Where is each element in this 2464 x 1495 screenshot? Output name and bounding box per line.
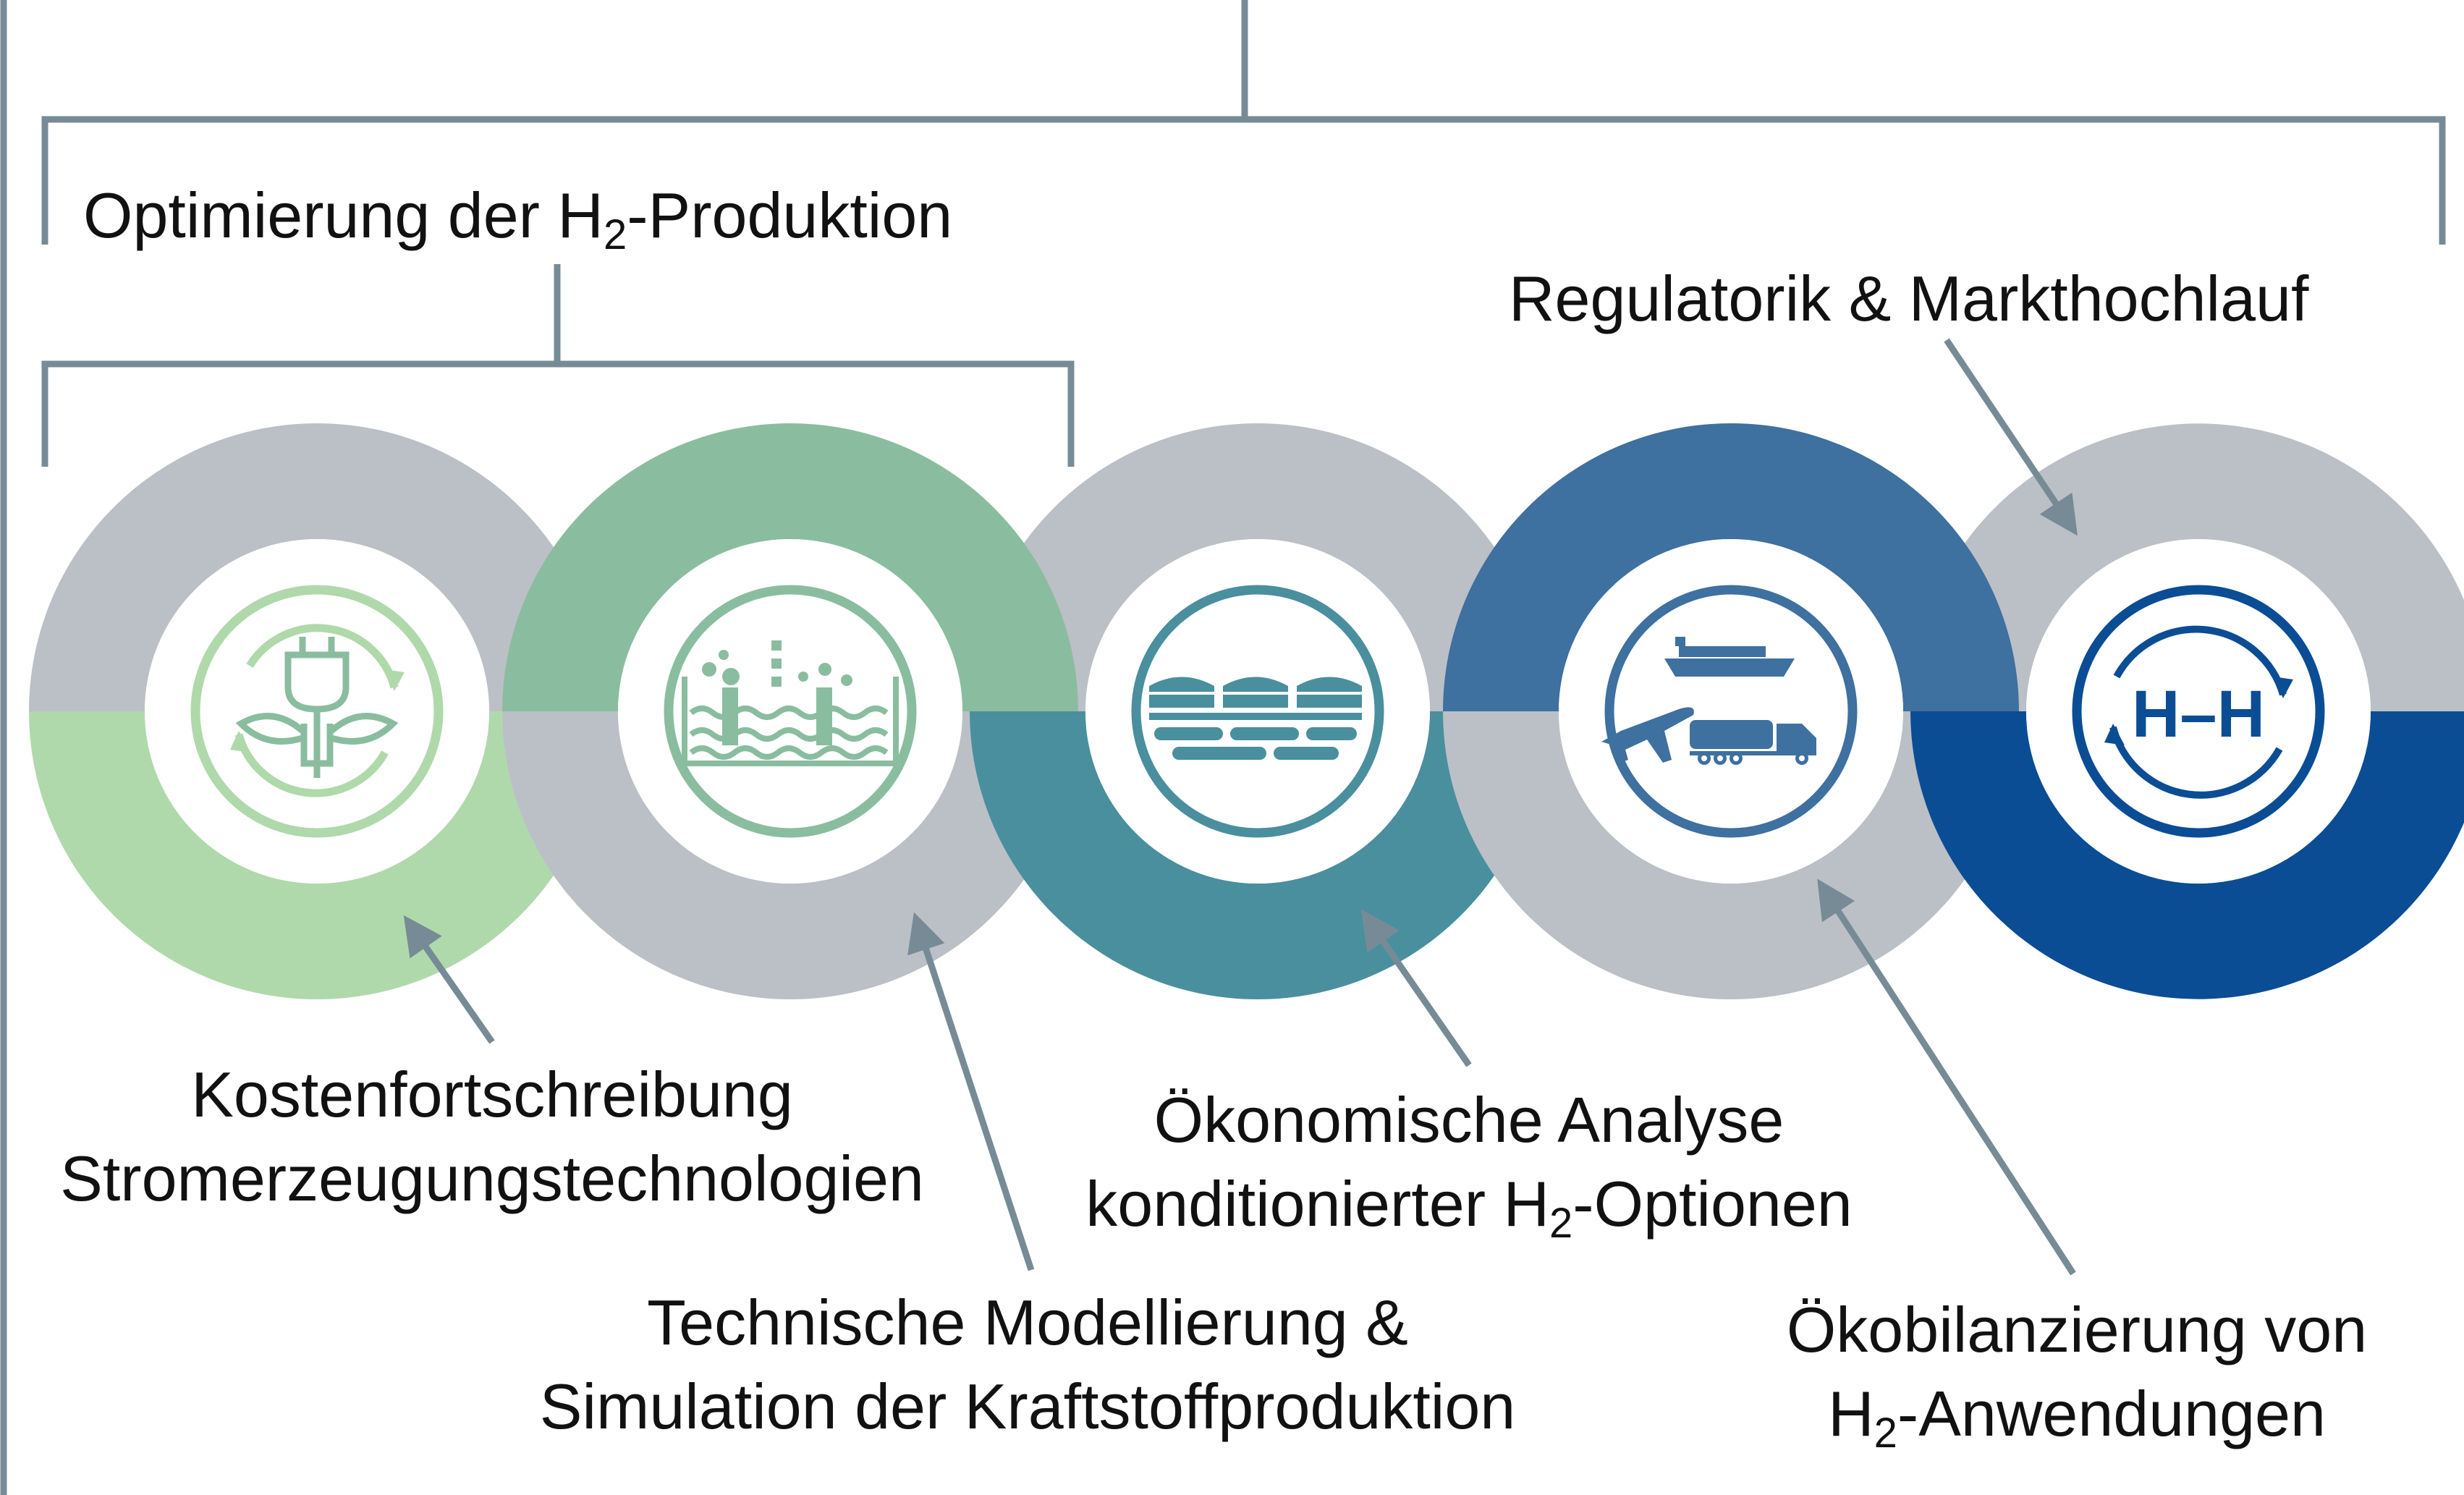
ring-2-top — [502, 423, 1078, 711]
label-oeko-line2-sub: 2 — [1549, 1200, 1573, 1247]
ring-3-bottom — [970, 711, 1546, 999]
label-arrows — [403, 338, 2078, 1276]
hydrogen-molecule-cycle-icon: H–H — [2072, 585, 2325, 838]
label-h2-produktion-post: -Produktion — [627, 179, 953, 251]
label-oekobilanzierung: Ökobilanzierung von H2-Anwendungen — [1715, 1288, 2439, 1456]
arrow-regulatorik — [1944, 338, 2078, 536]
electrolyser-tank-icon — [664, 585, 917, 838]
arrow-technik — [907, 912, 1035, 1271]
power-plug-leaf-icon — [190, 585, 444, 838]
label-bilanz-line2-post: -Anwendungen — [1897, 1378, 2326, 1449]
ring-1-top — [29, 423, 605, 711]
label-oeko-line2-pre: konditionierter H — [1085, 1168, 1549, 1240]
label-oeko-line1: Ökonomische Analyse — [1153, 1084, 1785, 1156]
label-kosten-line2: Stromerzeugungstechnologien — [60, 1143, 924, 1214]
label-oeko-line2: konditionierter H2-Optionen — [999, 1162, 1939, 1246]
label-bilanz-line2-sub: 2 — [1874, 1410, 1897, 1457]
label-technik-line1: Technische Modellierung & — [647, 1287, 1408, 1358]
hh-molecule-text: H–H — [2132, 677, 2265, 751]
label-bilanz-line2: H2-Anwendungen — [1715, 1372, 2439, 1456]
ring-4-top — [1443, 423, 2019, 711]
label-kosten-line1: Kostenfortschreibung — [191, 1059, 793, 1130]
label-technische-modellierung: Technische Modellierung & Simulation der… — [449, 1281, 1606, 1449]
ring-1-bottom — [29, 711, 605, 999]
ring-4-bottom — [1443, 711, 2019, 999]
sub-bracket — [41, 360, 1075, 467]
label-h2-produktion-pre: Optimierung der H — [83, 179, 604, 251]
label-oeko-line2-post: -Optionen — [1572, 1168, 1853, 1240]
transport-ship-plane-truck-icon — [1601, 585, 1858, 838]
label-h2-produktion: Optimierung der H2-Produktion — [83, 174, 952, 258]
label-oekonomische-analyse: Ökonomische Analyse konditionierter H2-O… — [999, 1078, 1939, 1246]
label-regulatorik: Regulatorik & Markthochlauf — [1509, 257, 2308, 341]
label-technik-line2: Simulation der Kraftstoffproduktion — [539, 1371, 1516, 1442]
ring-3-top — [970, 423, 1546, 711]
label-h2-produktion-sub: 2 — [603, 211, 627, 258]
label-bilanz-line1: Ökobilanzierung von — [1786, 1294, 2368, 1365]
label-regulatorik-text: Regulatorik & Markthochlauf — [1509, 263, 2309, 334]
label-kostenfortschreibung: Kostenfortschreibung Stromerzeugungstech… — [22, 1053, 962, 1221]
ring-chain — [29, 423, 2464, 999]
pipeline-storage-icon — [1131, 585, 1384, 838]
arrow-kosten — [403, 915, 495, 1044]
label-bilanz-line2-pre: H — [1828, 1378, 1874, 1449]
arrow-oekobilanz — [1817, 878, 2076, 1276]
ring-5-bottom — [1910, 711, 2464, 999]
top-bracket — [41, 116, 2446, 245]
arrow-oekonomie — [1360, 909, 1472, 1067]
